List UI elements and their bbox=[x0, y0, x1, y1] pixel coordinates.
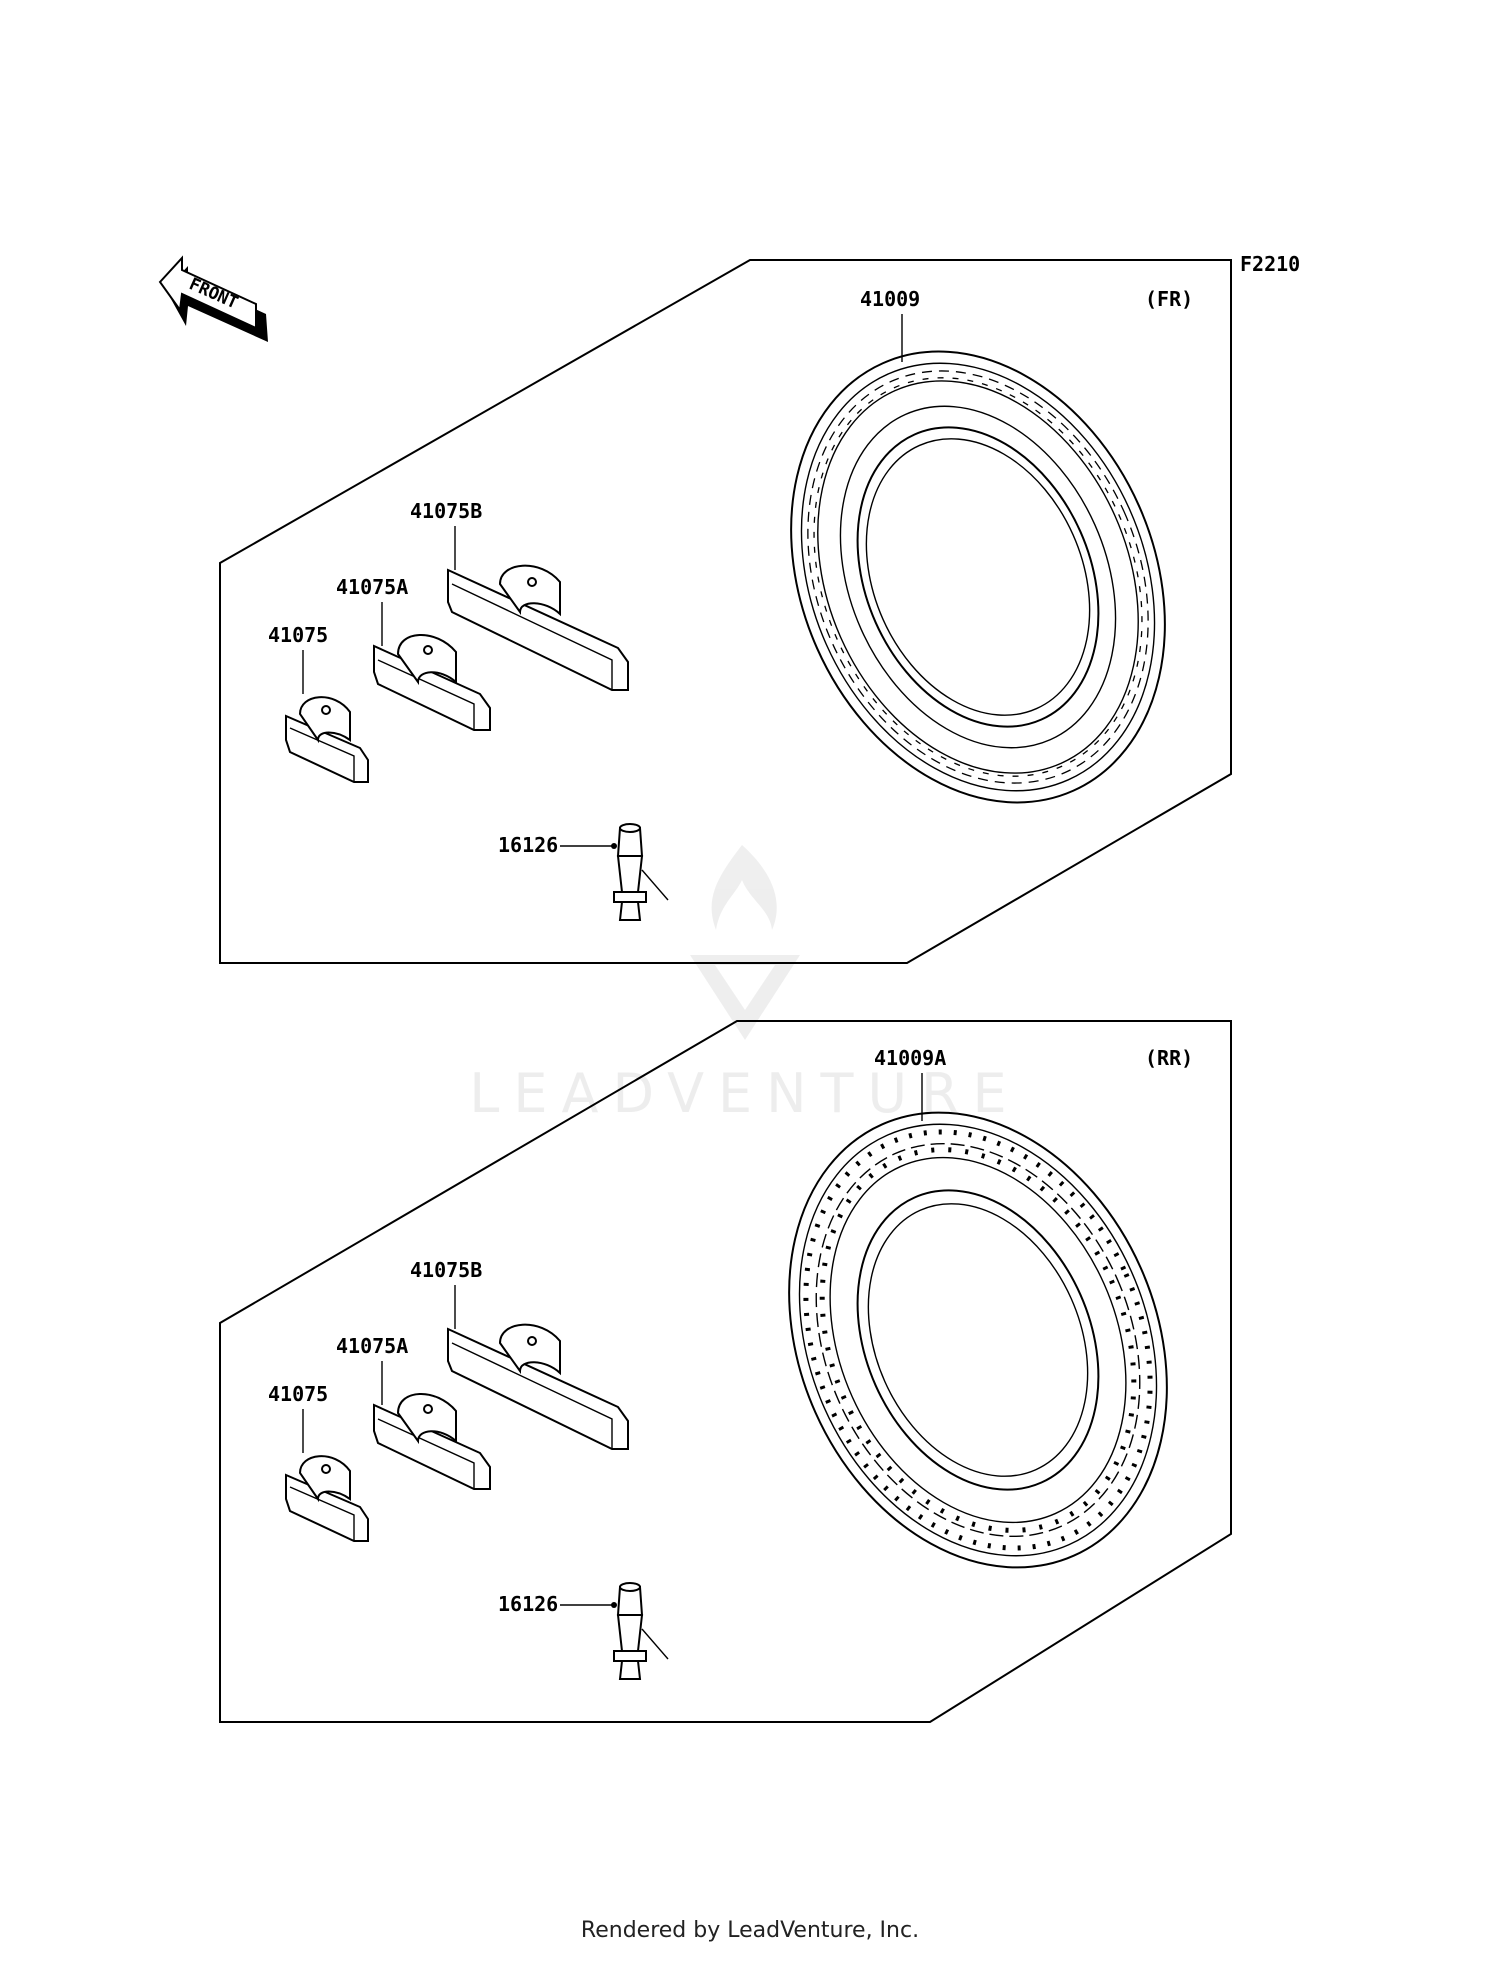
rear-weight-41075a-part-number: 41075A bbox=[336, 1334, 408, 1358]
front-weight-41075: 41075 bbox=[268, 623, 369, 783]
rear-weight-41075b: 41075B bbox=[410, 1258, 629, 1450]
front-weight-41075b-part-number: 41075B bbox=[410, 499, 482, 523]
panel-front-border bbox=[219, 259, 1232, 964]
panel-rear: (RR) 41009A 41075B bbox=[219, 1020, 1232, 1723]
rear-weight-41075: 41075 bbox=[268, 1382, 369, 1542]
front-weight-41075-part-number: 41075 bbox=[268, 623, 328, 647]
front-weight-41075b: 41075B bbox=[410, 499, 629, 691]
front-weight-41075a-part-number: 41075A bbox=[336, 575, 408, 599]
front-arrow: FRONT bbox=[158, 255, 268, 342]
panel-rear-border bbox=[219, 1020, 1232, 1723]
panel-rear-position-label: (RR) bbox=[1145, 1046, 1193, 1070]
rear-valve-part-number: 16126 bbox=[498, 1592, 558, 1616]
rear-valve-16126: 16126 bbox=[498, 1582, 669, 1680]
rear-tire: 41009A bbox=[788, 1046, 1168, 1569]
front-tire: 41009 bbox=[790, 287, 1166, 804]
watermark-text: LEADVENTURE bbox=[469, 1062, 1020, 1125]
footer-credit: Rendered by LeadVenture, Inc. bbox=[580, 1918, 920, 1943]
rear-weight-41075-part-number: 41075 bbox=[268, 1382, 328, 1406]
rear-weight-41075b-part-number: 41075B bbox=[410, 1258, 482, 1282]
rear-weight-41075a: 41075A bbox=[336, 1334, 491, 1490]
front-valve-16126: 16126 bbox=[498, 823, 669, 921]
panel-front-position-label: (FR) bbox=[1145, 287, 1193, 311]
figure-code: F2210 bbox=[1240, 252, 1300, 276]
front-tire-part-number: 41009 bbox=[860, 287, 920, 311]
front-valve-part-number: 16126 bbox=[498, 833, 558, 857]
front-weight-41075a: 41075A bbox=[336, 575, 491, 731]
leadventure-watermark: LEADVENTURE bbox=[469, 845, 1020, 1125]
rear-tire-part-number: 41009A bbox=[874, 1046, 946, 1070]
panel-front: (FR) 41009 41075B bbox=[219, 259, 1232, 964]
